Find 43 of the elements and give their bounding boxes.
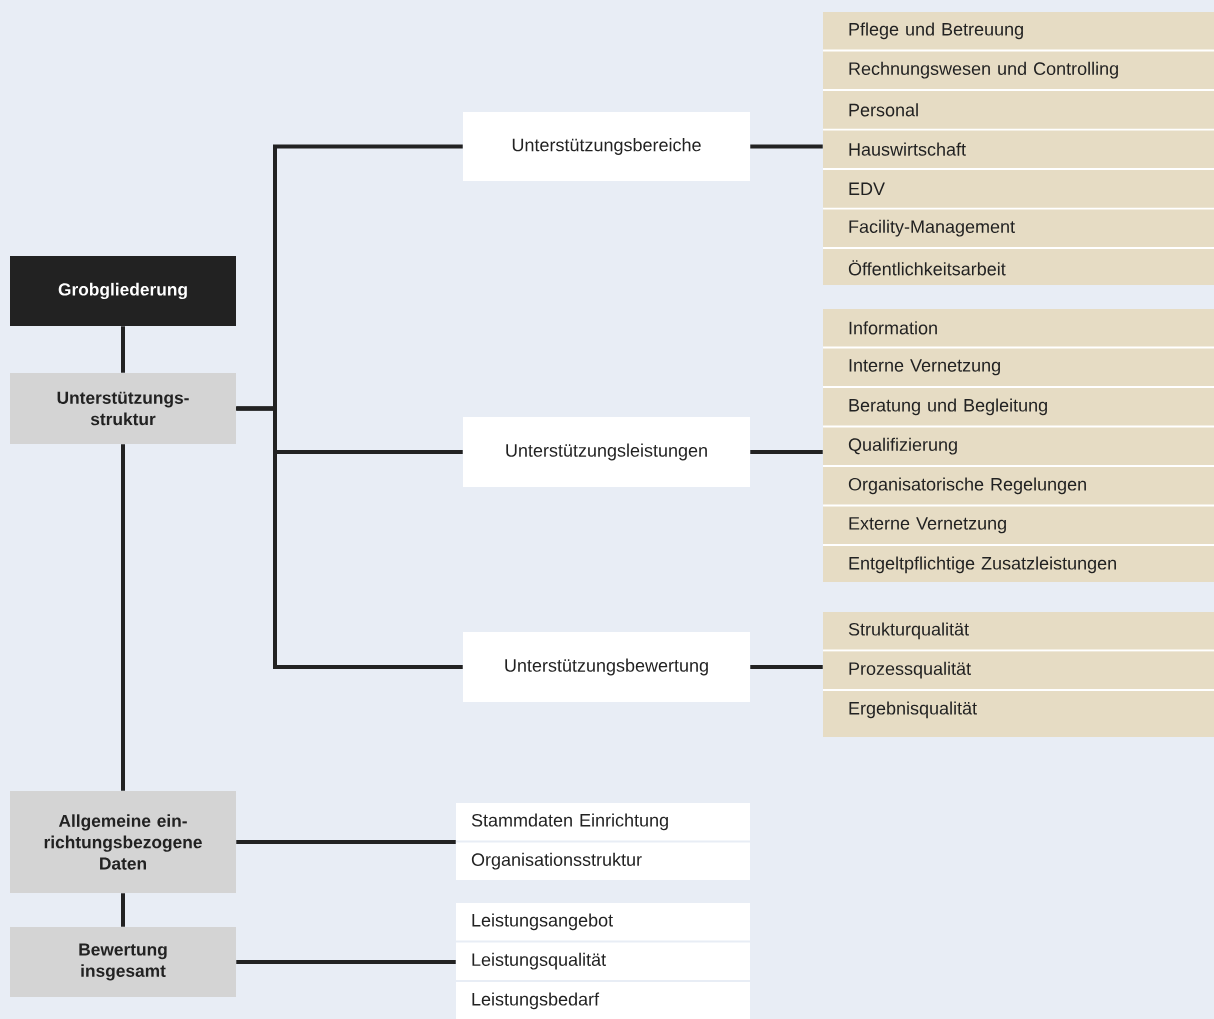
title-box: Grobgliederung [10,256,236,326]
list-item: Prozessqualität [849,661,971,679]
connector-line [750,144,823,149]
list-item: Leistungsqualität [472,952,606,970]
connector-line [750,665,823,669]
list-item: Strukturqualität [848,622,969,640]
list-item: Öffentlichkeitsarbeit [848,260,1006,276]
connector-line [750,450,823,454]
branch-box: Unterstützungsbereiche [463,112,750,181]
list-item: Organisationsstruktur [471,852,642,870]
list-item: Externe Vernetzung [849,517,1006,534]
list-item: Stammdaten Einrichtung [471,813,668,831]
list-item: Organisatorische Regelungen [848,477,1086,495]
list-panel [456,903,750,1019]
list-item: Ergebnisqualität [849,701,977,719]
list-panel [823,12,1214,285]
list-item: Leistungsbedarf [472,992,600,1010]
list-item: Beratung und Begleitung [849,398,1047,416]
list-item: Leistungsangebot [472,913,613,931]
list-item: Information [849,321,937,335]
connector-line [121,893,125,927]
connector-line [236,960,456,964]
list-item: Hauswirtschaft [849,142,966,156]
list-panel [823,612,1214,737]
list-panel [823,309,1214,582]
category-box: Bewertung insgesamt [10,927,236,997]
list-item: Entgeltpflichtige Zusatzleistungen [849,556,1116,574]
category-box: Allgemeine ein- richtungsbezogene Daten [10,791,236,893]
list-item: EDV [849,182,885,195]
list-item: Qualifizierung [848,437,957,455]
connector-line [236,406,463,669]
branch-box: Unterstützungsleistungen [463,417,750,487]
list-item: Pflege und Betreuung [849,22,1023,40]
list-item: Facility-Management [849,219,1015,237]
list-item: Interne Vernetzung [849,359,1000,376]
connector-line [121,326,125,373]
category-box: Unterstützungs- struktur [10,373,236,444]
branch-box: Unterstützungsbewertung [463,632,750,702]
list-item: Rechnungswesen und Controlling [849,61,1118,79]
connector-line [121,444,125,791]
list-panel [456,803,750,880]
connector-line [236,840,456,844]
list-item: Personal [849,103,918,117]
